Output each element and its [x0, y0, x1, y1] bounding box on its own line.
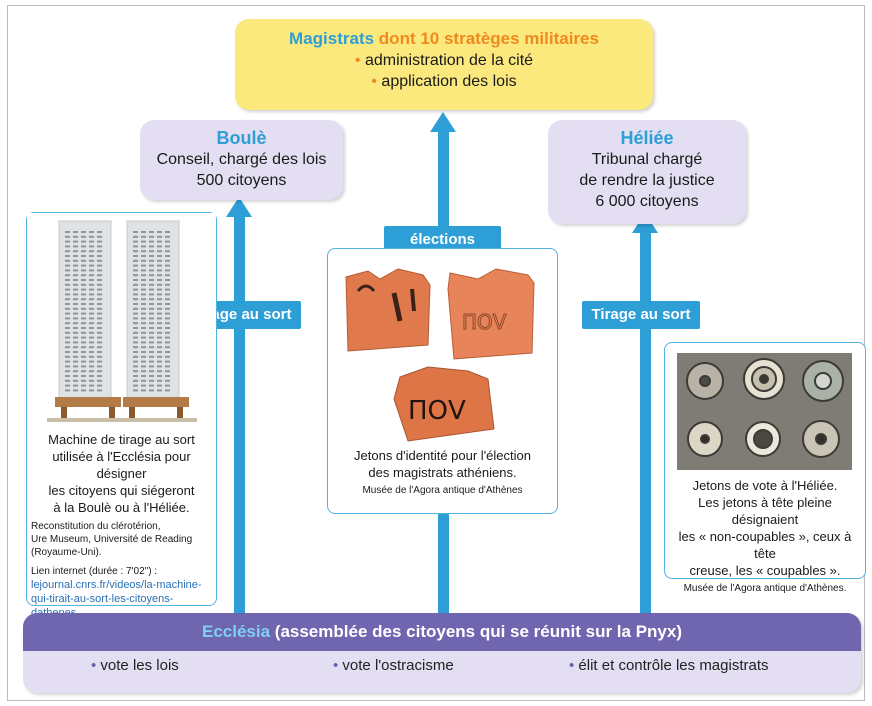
magistrats-title-main: Magistrats	[289, 29, 375, 48]
shard-inscription: ПОV	[408, 396, 466, 426]
kleroterion-credit: Reconstitution du clérotérion,Ure Museum…	[31, 521, 193, 558]
magistrats-box: Magistrats dont 10 stratèges militaires …	[235, 19, 653, 110]
voting-tokens-credit: Musée de l'Agora antique d'Athènes.	[683, 583, 847, 594]
ecclesia-item: • élit et contrôle les magistrats	[569, 657, 769, 674]
heliee-box: Héliée Tribunal chargé de rendre la just…	[548, 120, 746, 224]
magistrats-item: • application des lois	[371, 73, 517, 90]
arrow-right-shaft	[640, 231, 651, 615]
arrow-left-shaft	[234, 215, 245, 615]
voting-tokens-card: Jetons de vote à l'Héliée.Les jetons à t…	[664, 342, 866, 594]
tokens-card: ПОV ПОV Jetons d'identité pour l'électio…	[327, 248, 558, 514]
ecclesia-title: Ecclésia (assemblée des citoyens qui se …	[23, 613, 861, 651]
boule-title: Boulè	[216, 128, 267, 148]
magistrats-item: • administration de la cité	[354, 52, 534, 69]
heliee-title: Héliée	[620, 128, 674, 148]
boule-box: Boulè Conseil, chargé des lois 500 citoy…	[140, 120, 343, 200]
tirage-right-label: Tirage au sort	[582, 301, 700, 329]
boule-line: 500 citoyens	[196, 172, 287, 189]
heliee-line: 6 000 citoyens	[595, 193, 699, 210]
tokens-credit: Musée de l'Agora antique d'Athènes	[362, 485, 523, 496]
arrow-left-head	[226, 197, 252, 217]
arrow-center-head	[430, 112, 456, 132]
link-label: Lien internet (durée : 7'02") :	[31, 566, 158, 577]
ecclesia-item: • vote les lois	[91, 657, 179, 674]
magistrats-title-sub: dont 10 stratèges militaires	[374, 29, 599, 48]
magistrats-title: Magistrats dont 10 stratèges militaires	[235, 29, 653, 49]
heliee-line: de rendre la justice	[579, 172, 715, 189]
voting-tokens-image	[677, 353, 852, 470]
boule-line: Conseil, chargé des lois	[156, 151, 327, 168]
ecclesia-box: Ecclésia (assemblée des citoyens qui se …	[23, 613, 861, 693]
voting-tokens-caption: Jetons de vote à l'Héliée.Les jetons à t…	[678, 478, 852, 578]
heliee-line: Tribunal chargé	[591, 151, 703, 168]
identity-tokens-image: ПОV ПОV	[345, 268, 535, 442]
kleroterion-image	[27, 213, 216, 428]
shard-inscription: ПОV	[462, 310, 507, 334]
ecclesia-item: • vote l'ostracisme	[333, 657, 454, 674]
